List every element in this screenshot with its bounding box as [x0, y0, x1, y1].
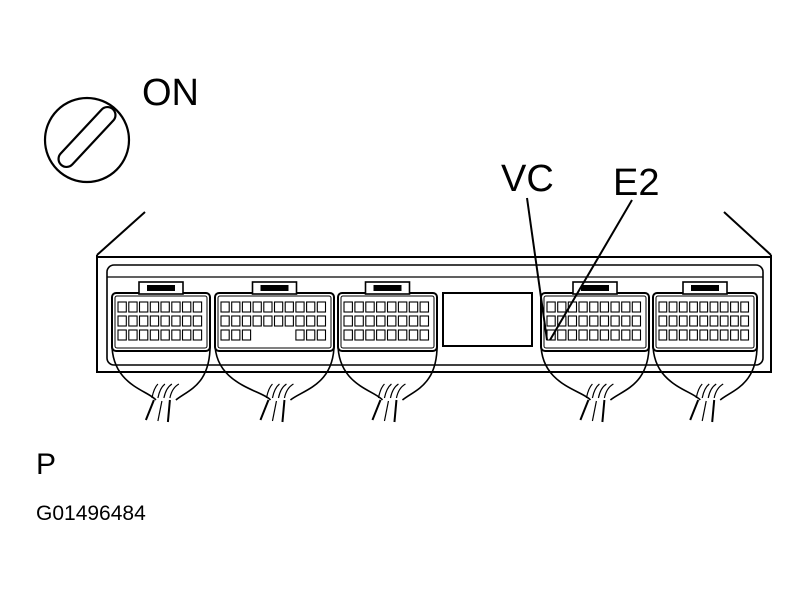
- connector-group: [111, 281, 758, 423]
- wire-bundle: [371, 383, 406, 423]
- terminal-leader-lines: [526, 197, 633, 341]
- connector-4: [540, 281, 650, 423]
- vc-leader-line: [526, 197, 548, 341]
- wire-bundle: [579, 383, 614, 423]
- terminal-vc-label: VC: [501, 158, 554, 200]
- terminal-e2-label: E2: [613, 162, 660, 204]
- e2-leader-line: [549, 199, 633, 341]
- ecu-center-window: [442, 292, 533, 347]
- wire-bundle: [259, 383, 294, 423]
- connector-5: [652, 281, 758, 423]
- view-marker-label: P: [36, 448, 57, 481]
- connector-2: [214, 281, 335, 423]
- ignition-switch-icon: [43, 96, 131, 184]
- switch-state-label: ON: [142, 72, 199, 114]
- connector-1: [111, 281, 211, 423]
- wire-bundle: [689, 383, 724, 423]
- connector-3: [337, 281, 438, 423]
- figure-id-label: G01496484: [36, 502, 146, 525]
- wire-bundle: [144, 383, 180, 423]
- ecu-housing: [96, 211, 772, 373]
